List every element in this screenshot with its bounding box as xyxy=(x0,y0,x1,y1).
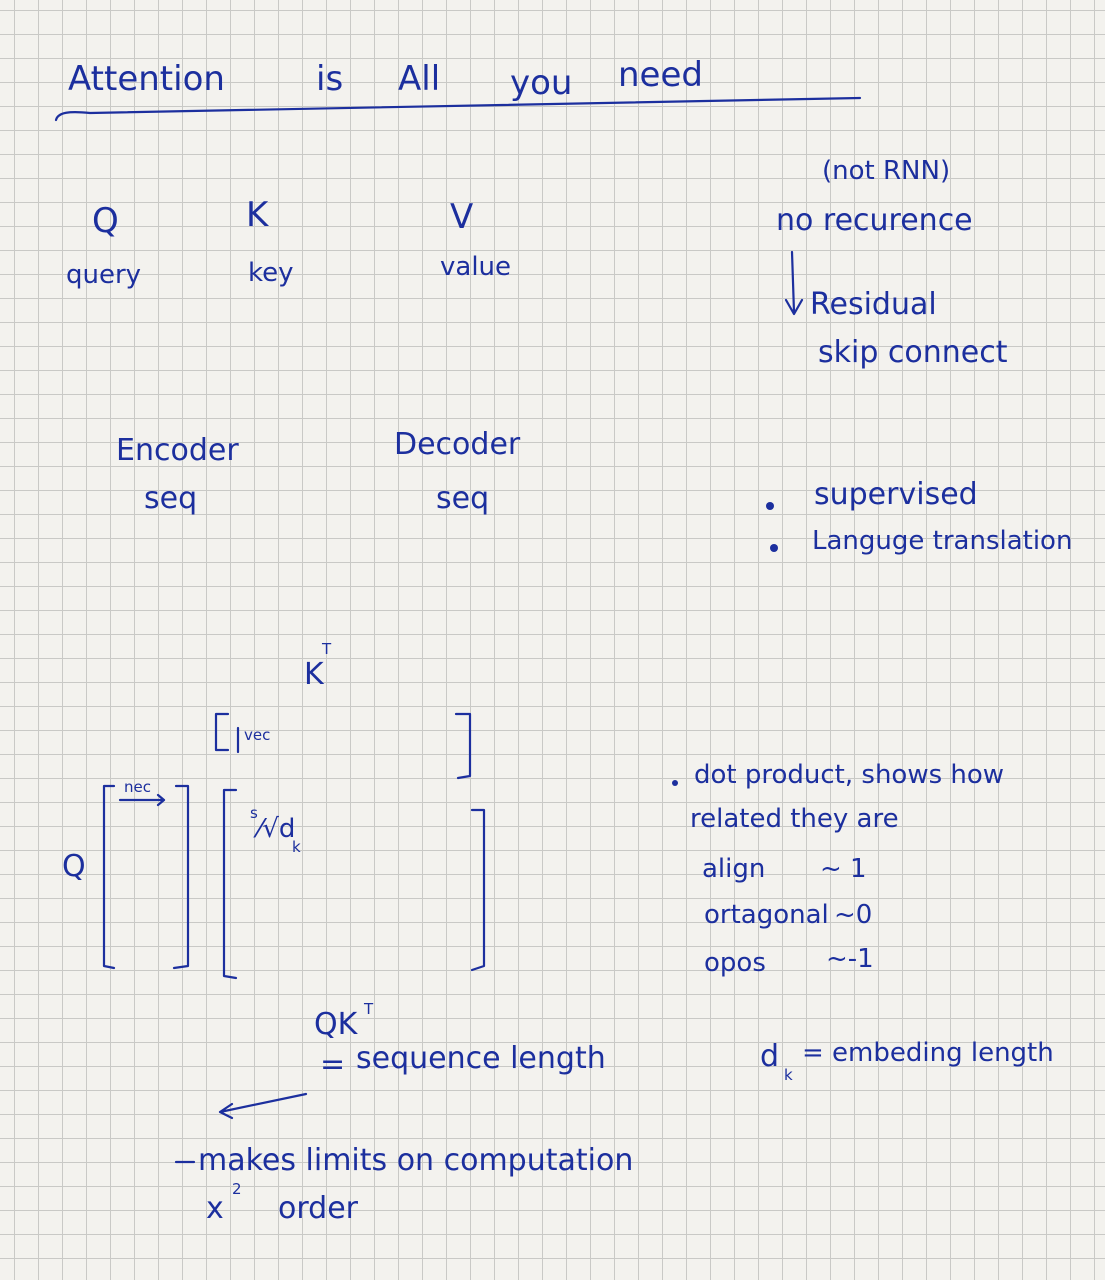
v-word: value xyxy=(440,252,512,282)
kt-superscript: T xyxy=(322,640,332,658)
q-left-bracket xyxy=(102,784,116,970)
dot-note-line1: dot product, shows how xyxy=(694,760,1005,790)
title-underline xyxy=(54,96,862,122)
k-symbol: K xyxy=(246,195,269,235)
title-word: is xyxy=(316,59,344,99)
title-word: All xyxy=(398,59,441,99)
note-no-recurrence: no recurence xyxy=(776,203,973,238)
limits-arrow xyxy=(218,1092,308,1120)
title-word: Attention xyxy=(68,59,225,99)
note-not-rnn: (not RNN) xyxy=(822,156,951,186)
residual-arrow xyxy=(784,250,804,316)
dot-note-line2: related they are xyxy=(690,804,899,834)
ortho-value: ~0 xyxy=(834,900,873,930)
qk-equals: = xyxy=(320,1047,346,1082)
note-skip-connect: skip connect xyxy=(818,335,1008,370)
title-word: need xyxy=(618,55,703,95)
q-symbol: Q xyxy=(92,201,119,241)
k-word: key xyxy=(248,258,294,288)
limits-line1: makes limits on computation xyxy=(198,1143,634,1178)
align-label: align xyxy=(702,854,766,884)
note-residual: Residual xyxy=(810,287,937,322)
decoder-title: Decoder xyxy=(394,427,521,462)
bullet-item: Languge translation xyxy=(812,526,1073,556)
ortho-label: ortagonal xyxy=(704,900,829,930)
qk-superscript: T xyxy=(364,1000,374,1018)
opos-value: ~-1 xyxy=(826,944,874,974)
scale-sub: k xyxy=(292,838,301,856)
opos-label: opos xyxy=(704,948,766,978)
bullet-dot xyxy=(766,502,774,510)
limits-x-superscript: 2 xyxy=(232,1180,242,1198)
dk-subscript: k xyxy=(784,1066,793,1084)
qk-text: sequence length xyxy=(356,1041,606,1076)
nec-label: nec xyxy=(124,778,151,796)
bullet-item: supervised xyxy=(814,477,978,512)
q-vec-arrow xyxy=(118,793,166,807)
result-right-bracket xyxy=(470,808,486,972)
limits-order: order xyxy=(278,1191,358,1226)
align-value: ~ 1 xyxy=(820,854,867,884)
decoder-sub: seq xyxy=(436,481,490,516)
dk-symbol: d xyxy=(760,1039,780,1074)
qk-label: QK xyxy=(314,1007,358,1042)
scale-num: s xyxy=(250,804,258,822)
encoder-sub: seq xyxy=(144,481,198,516)
vec-label: vec xyxy=(244,726,271,744)
q-right-bracket xyxy=(172,784,190,970)
bullet-dot xyxy=(770,544,778,552)
limits-x: x xyxy=(206,1191,224,1226)
result-left-bracket xyxy=(222,788,238,980)
scale-label: ⁄√d xyxy=(258,814,296,844)
v-symbol: V xyxy=(450,197,474,237)
kt-left-bracket xyxy=(214,712,230,752)
q-word: query xyxy=(66,260,142,290)
q-matrix-label: Q xyxy=(62,849,86,884)
kt-label: K xyxy=(304,657,324,692)
kt-right-bracket xyxy=(454,712,472,780)
encoder-title: Encoder xyxy=(116,433,239,468)
bullet-dot xyxy=(672,780,678,786)
title-word: you xyxy=(510,63,573,103)
dk-text: = embeding length xyxy=(802,1038,1054,1068)
